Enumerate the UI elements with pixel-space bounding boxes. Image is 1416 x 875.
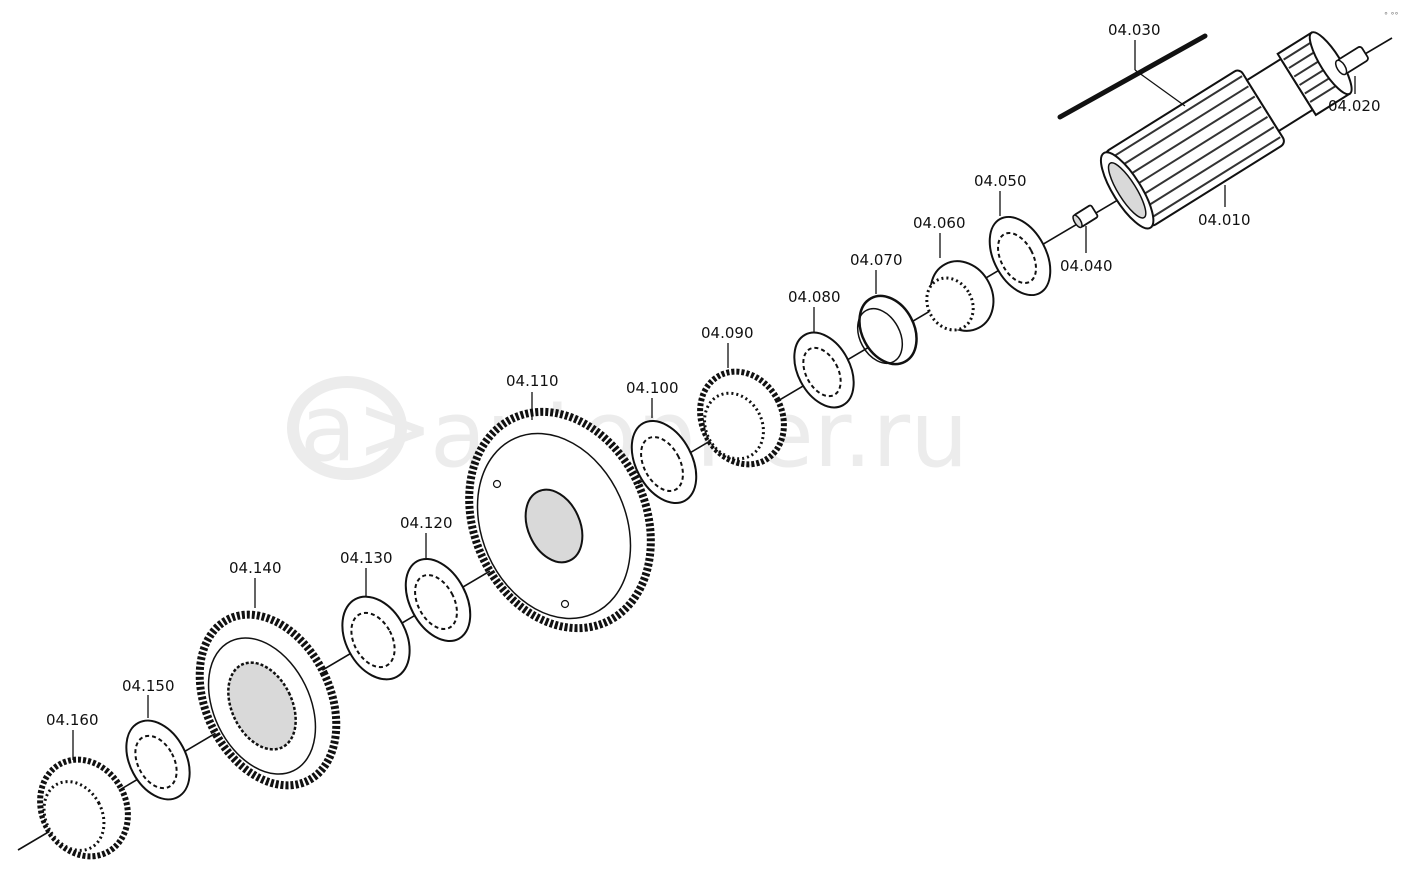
part-04-100-thrust-washer [630, 419, 698, 505]
label-04-110: 04.110 [506, 372, 559, 390]
watermark-logo-ring [287, 376, 407, 480]
part-04-060-needle-bearing [925, 260, 995, 332]
label-04-090: 04.090 [701, 324, 754, 342]
corner-mark: ° °° [1384, 11, 1399, 20]
part-04-150-thrust-washer [125, 719, 191, 801]
label-04-120: 04.120 [400, 514, 453, 532]
label-04-060: 04.060 [913, 214, 966, 232]
part-04-020-pin [1334, 46, 1369, 76]
part-04-120-thrust-washer [404, 557, 472, 643]
part-04-080-thrust-washer [793, 331, 855, 409]
part-04-130-thrust-washer [341, 595, 411, 681]
label-04-130: 04.130 [340, 549, 393, 567]
part-04-070-sleeve [856, 294, 918, 366]
watermark-logo-mark: a> [300, 375, 433, 482]
label-04-020: 04.020 [1328, 97, 1381, 115]
part-04-040-bushing [1072, 204, 1099, 229]
callouts [72, 40, 1356, 760]
part-04-050-thrust-washer [988, 215, 1052, 297]
part-04-030-rod [1057, 33, 1208, 120]
part-04-010-mainshaft [1099, 31, 1353, 230]
label-04-010: 04.010 [1198, 211, 1251, 229]
part-04-090-needle-bearing [697, 368, 787, 468]
label-04-140: 04.140 [229, 559, 282, 577]
label-04-070: 04.070 [850, 251, 903, 269]
label-04-100: 04.100 [626, 379, 679, 397]
label-04-080: 04.080 [788, 288, 841, 306]
part-04-110-large-gear [465, 407, 655, 633]
label-04-030: 04.030 [1108, 21, 1161, 39]
label-04-160: 04.160 [46, 711, 99, 729]
label-04-050: 04.050 [974, 172, 1027, 190]
part-04-160-needle-bearing [37, 756, 131, 860]
part-04-140-gear [195, 610, 341, 790]
label-04-040: 04.040 [1060, 257, 1113, 275]
part-labels: 04.030 04.020 04.010 04.040 04.050 04.06… [46, 21, 1381, 729]
label-04-150: 04.150 [122, 677, 175, 695]
